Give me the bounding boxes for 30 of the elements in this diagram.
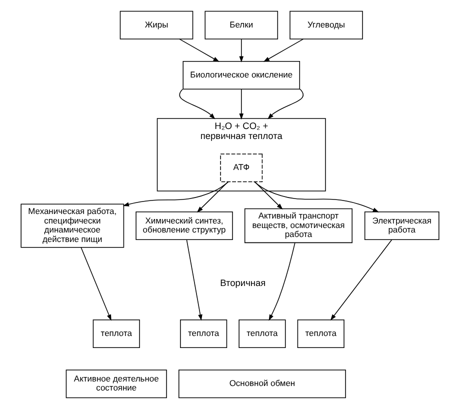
arrow (254, 182, 282, 210)
node-box: Углеводы (289, 10, 362, 40)
node-box: Основной обмен (178, 370, 346, 398)
arrow (267, 88, 304, 120)
node-box: теплота (296, 319, 344, 348)
arrow (178, 88, 215, 120)
label: Вторичная (220, 278, 266, 288)
arrow (196, 182, 228, 212)
arrow (254, 181, 378, 212)
node-box: теплота (180, 319, 227, 348)
node-box: Биологическое окисление (182, 60, 300, 90)
node-box: Химический синтез, обновление структур (135, 211, 232, 240)
node-box: теплота (238, 319, 286, 348)
arrow (268, 242, 295, 321)
arrow (122, 181, 228, 206)
arrow (262, 38, 304, 62)
node-box: Активное деятельное состояние (65, 370, 166, 398)
node-box: Белки (204, 10, 278, 40)
node-box: Активный транспорт веществ, осмотическая работа (244, 208, 352, 244)
arrow (238, 38, 244, 62)
node-box: Жиры (119, 10, 193, 40)
arrow (178, 38, 219, 62)
node-box: теплота (92, 319, 140, 348)
node-box: Механическая работа, специфически динамическое действие пищи (20, 204, 124, 248)
arrow (186, 239, 202, 321)
arrow (238, 88, 244, 120)
node-box: АТФ (220, 154, 262, 182)
node-box: Электрическая работа (364, 211, 439, 240)
arrow (80, 247, 111, 321)
arrow (330, 239, 392, 320)
